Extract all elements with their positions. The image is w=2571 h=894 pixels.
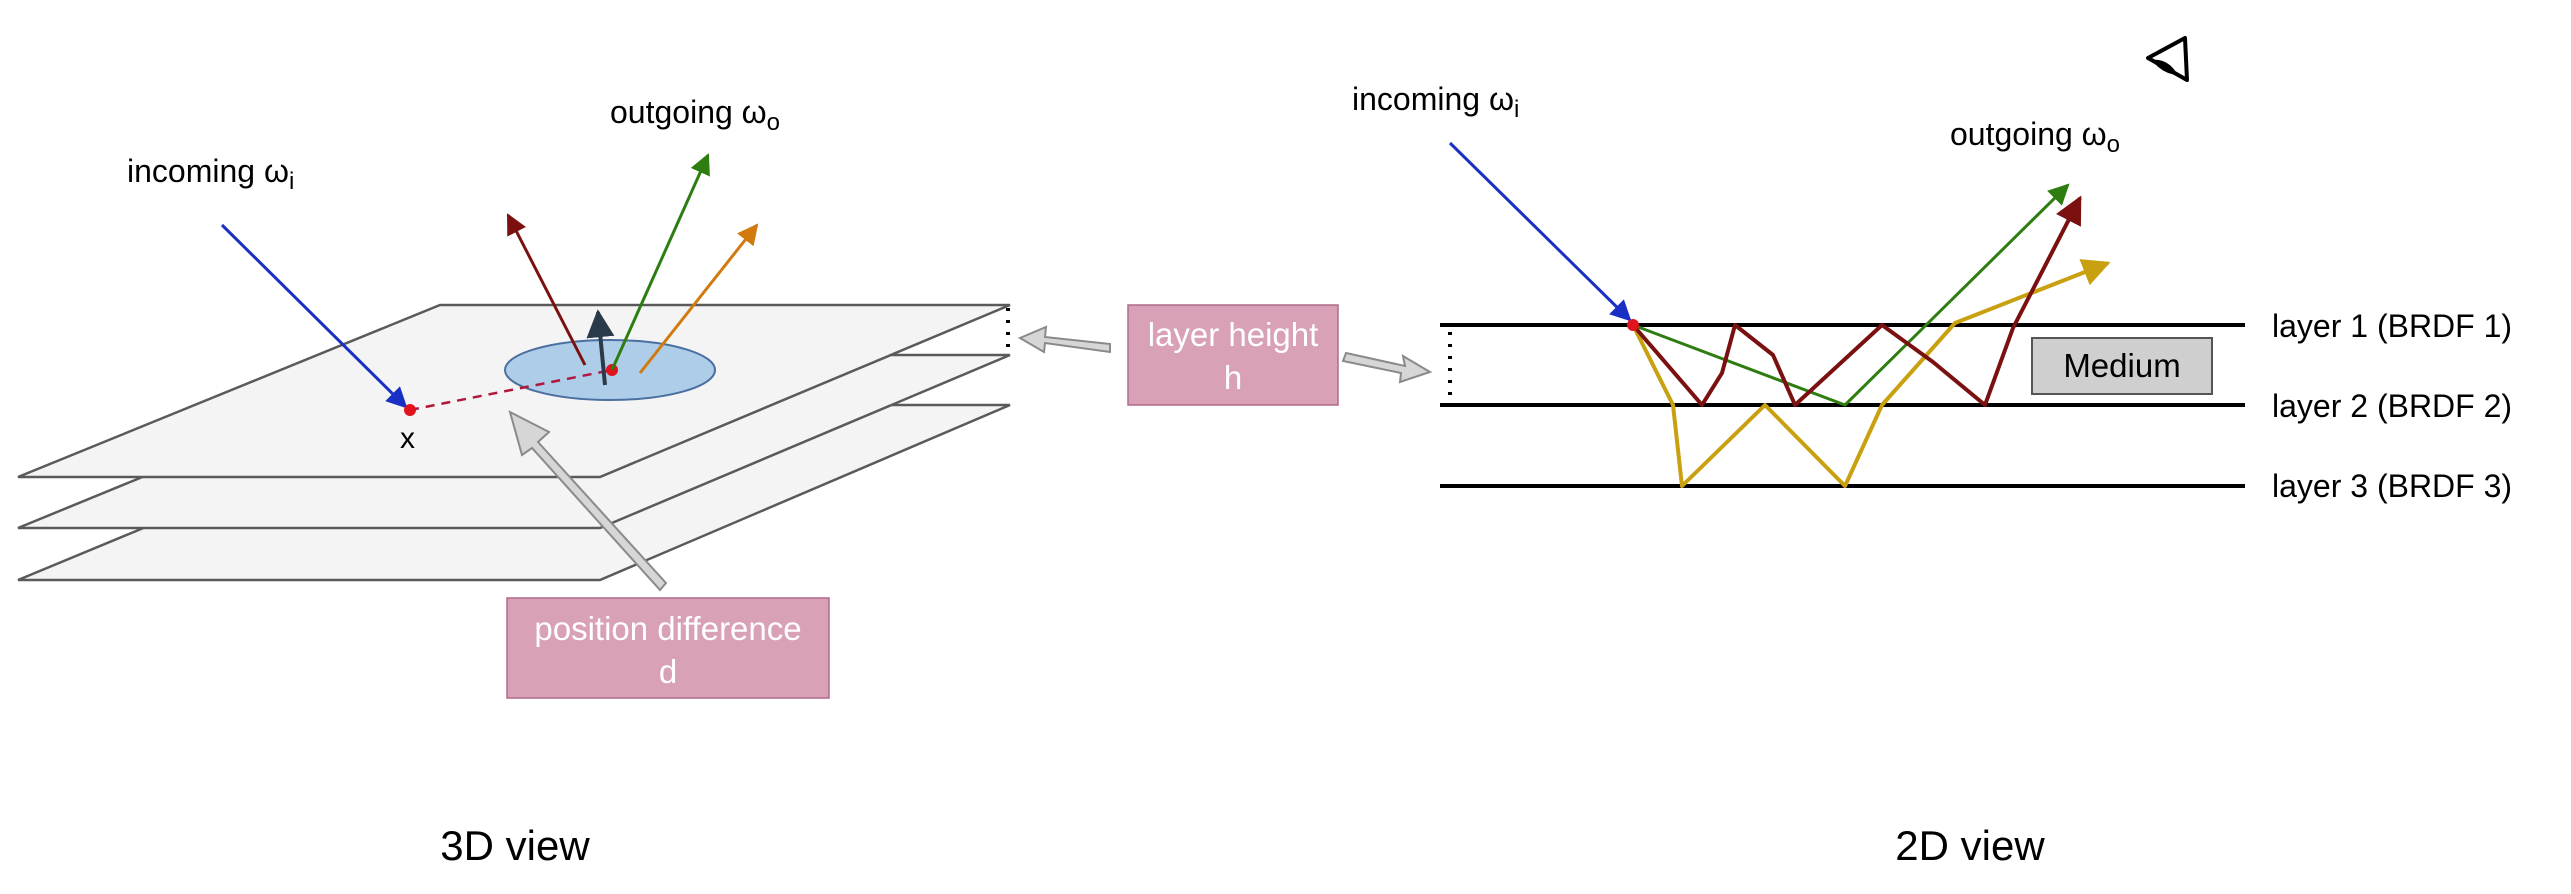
position-difference-symbol: d [659, 653, 677, 690]
layer-height-box [1127, 304, 1339, 406]
outgoing-label-2d: outgoing ωo [1950, 116, 2120, 158]
point-x-label: x [400, 422, 415, 455]
callout-arrow-right [1341, 351, 1433, 384]
callout-arrow-position [508, 410, 668, 592]
incoming-label-3d: incoming ωi [127, 153, 294, 195]
position-difference-label: position difference [534, 610, 801, 647]
left-3d-view: incoming ωi outgoing ωo x position diffe… [17, 94, 1011, 869]
caption-3d: 3D view [440, 822, 590, 869]
incoming-label-2d: incoming ωi [1352, 81, 1519, 123]
incoming-ray-3d [220, 223, 408, 409]
caption-2d: 2D view [1895, 822, 2045, 869]
entry-point-2d [1627, 319, 1639, 331]
position-difference-box [506, 597, 830, 699]
layer-height-callout: layer height h [1017, 304, 1433, 406]
outgoing-ray-green-3d [610, 153, 710, 371]
position-difference-line [409, 368, 613, 412]
outgoing-ray-orange-3d [638, 223, 759, 374]
entry-point [404, 404, 416, 416]
path-yellow [1631, 259, 2111, 488]
layer-height-symbol: h [1224, 359, 1242, 396]
eye-icon [2146, 36, 2189, 82]
medium-box [2031, 337, 2213, 395]
layer-height-label: layer height [1148, 316, 1319, 353]
outgoing-ray-darkred-3d [506, 213, 587, 366]
layer-2-label: layer 2 (BRDF 2) [2272, 388, 2512, 424]
outgoing-label-3d: outgoing ωo [610, 94, 780, 136]
sheet-top [17, 303, 1011, 479]
medium-label: Medium [2063, 347, 2180, 384]
layer-1-label: layer 1 (BRDF 1) [2272, 308, 2512, 344]
path-darkred [1631, 195, 2082, 407]
surface-normal [586, 309, 615, 386]
layer-3-label: layer 3 (BRDF 3) [2272, 468, 2512, 504]
incoming-ray-2d [1448, 141, 1632, 322]
callout-arrow-left [1017, 325, 1111, 354]
path-green [1632, 183, 2070, 407]
right-2d-view: Medium incoming ωi outgoing ωo layer 1 (… [1352, 36, 2512, 869]
